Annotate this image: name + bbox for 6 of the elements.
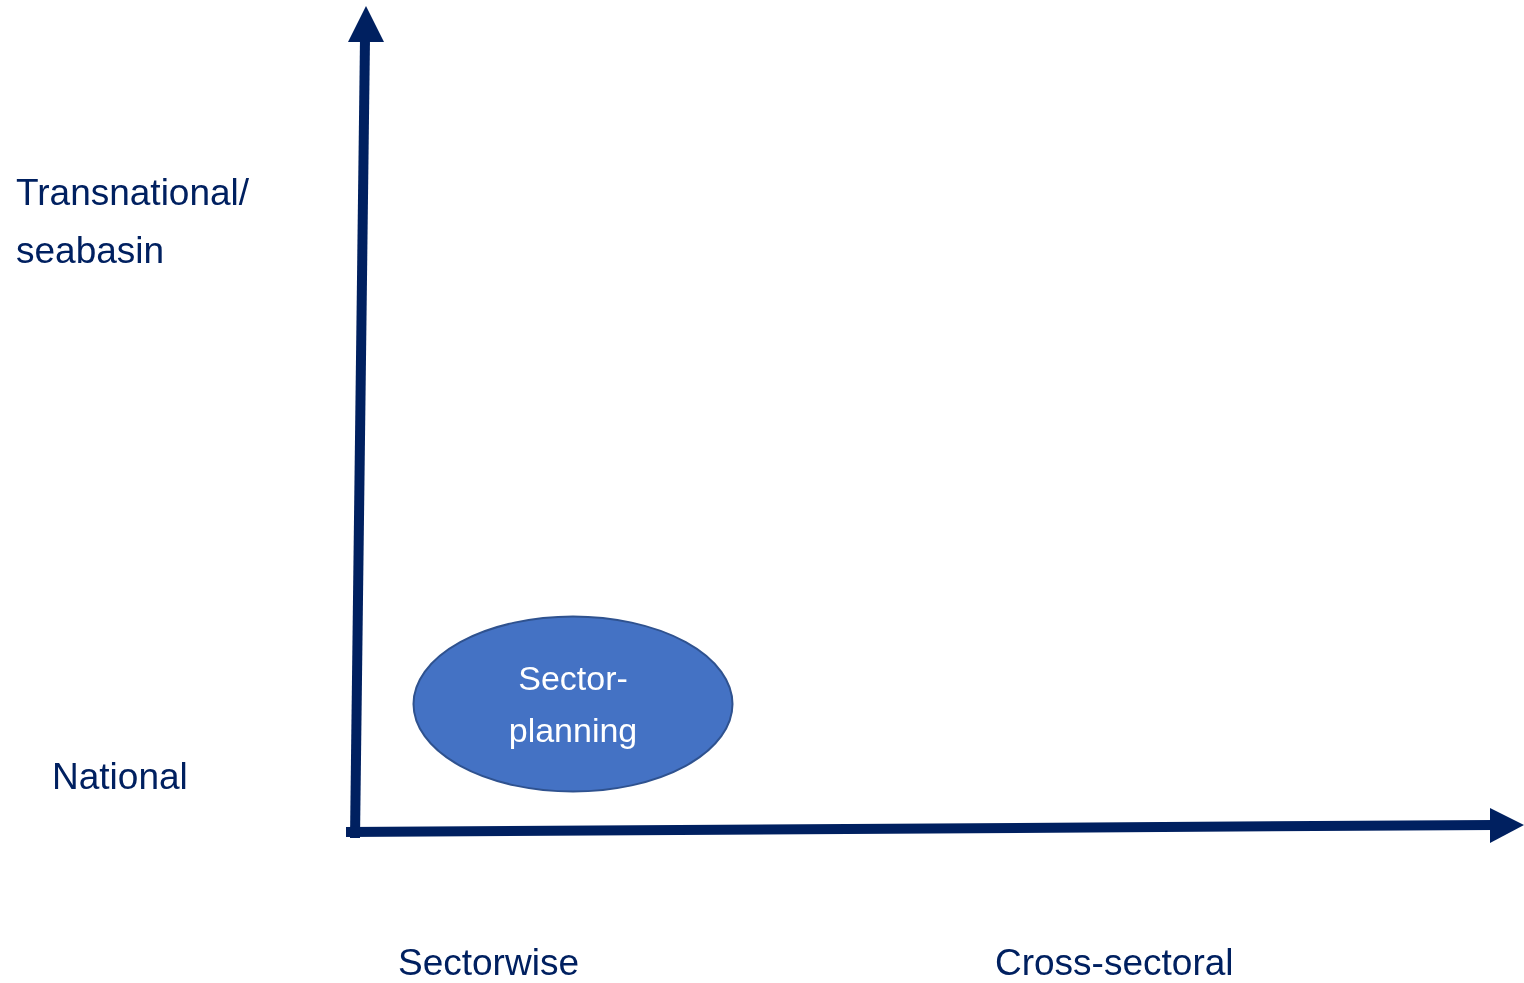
ellipse-node bbox=[412, 615, 734, 793]
node-label: Sector- planning bbox=[507, 658, 639, 751]
axis-label: Cross-sectoral bbox=[995, 941, 1235, 983]
axis-label: Transnational/ seabasin bbox=[16, 171, 251, 273]
axis-label: Sectorwise bbox=[398, 941, 580, 983]
axis-label: National bbox=[52, 755, 189, 799]
